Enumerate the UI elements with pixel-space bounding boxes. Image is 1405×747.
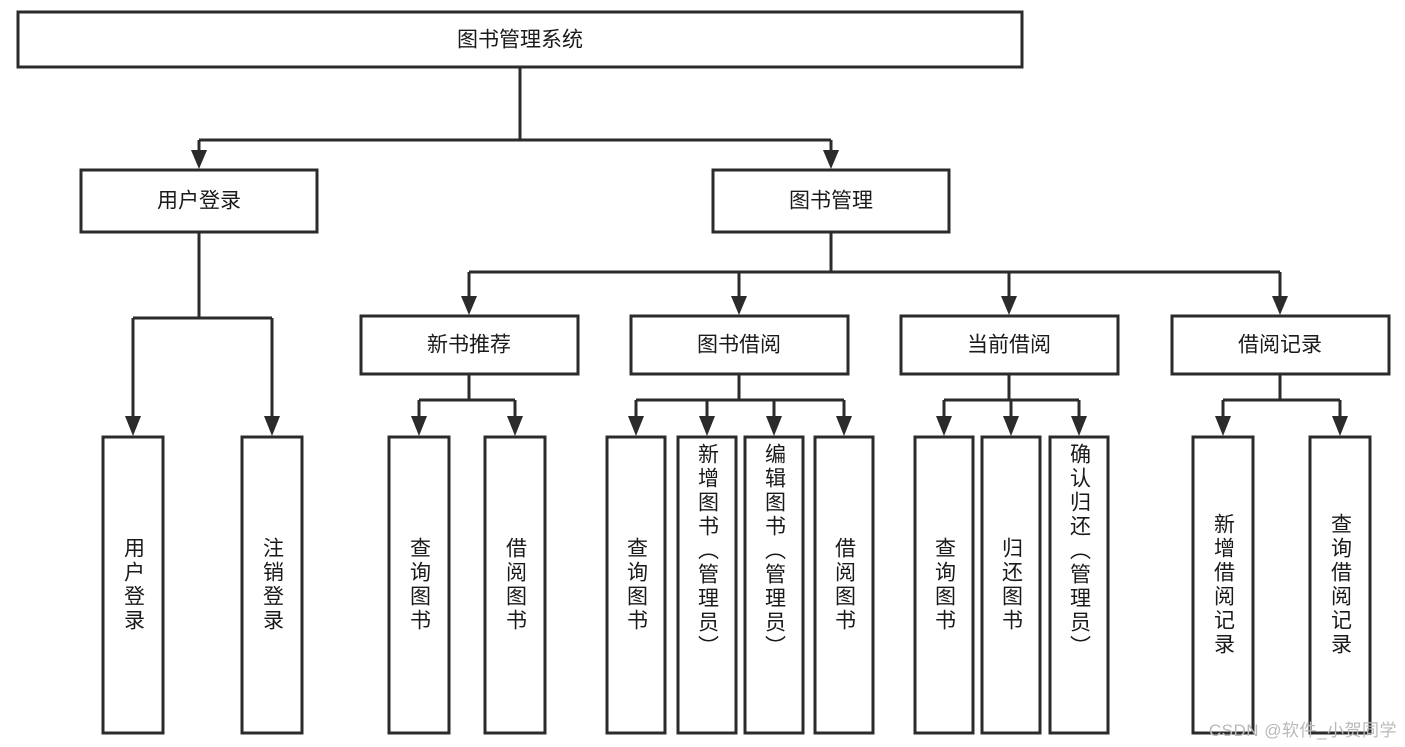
leaf-borrow-book-b-box[interactable] [813, 435, 875, 735]
connectors-current-borrow-to-leaves [936, 375, 1087, 436]
leaf-query-book-c-box[interactable] [913, 435, 975, 735]
node-current-borrow[interactable]: 当前借阅 [899, 314, 1120, 376]
arrow-to-leaf-add-record [1215, 416, 1231, 436]
arrow-to-leaf-return-book [1003, 416, 1019, 436]
node-borrow-record-box[interactable] [1170, 314, 1391, 376]
arrow-to-book-borrow [731, 296, 747, 315]
arrow-to-leaf-confirm-return [1071, 416, 1087, 436]
arrow-to-leaf-query-book-a [411, 416, 427, 436]
node-new-book-recommend-label: 新书推荐 [427, 334, 511, 357]
node-book-borrow-box[interactable] [629, 314, 850, 376]
leaf-borrow-book-a-box[interactable] [483, 435, 547, 735]
node-new-book-recommend[interactable]: 新书推荐 [359, 314, 580, 376]
leaf-add-book-box[interactable] [676, 435, 738, 735]
arrow-to-leaf-query-record [1332, 416, 1348, 436]
connectors-borrow-record-to-leaves [1215, 375, 1348, 436]
arrow-to-leaf-logout [264, 416, 280, 436]
connectors-user-login-to-leaves [125, 233, 280, 436]
arrow-to-borrow-record [1272, 296, 1288, 315]
node-book-management-box[interactable] [711, 168, 951, 234]
node-root-system-label: 图书管理系统 [457, 29, 583, 52]
arrow-to-leaf-borrow-book-b [836, 416, 852, 436]
leaf-query-record-box[interactable] [1308, 435, 1372, 735]
node-root-system[interactable]: 图书管理系统 [16, 10, 1024, 69]
connectors-new-book-recommend-to-leaves [411, 375, 523, 436]
leaf-logout-box[interactable] [240, 435, 304, 735]
node-book-management-label: 图书管理 [789, 190, 873, 213]
connectors-book-mgmt-to-level3 [461, 233, 1288, 315]
leaf-query-book-a-box[interactable] [387, 435, 451, 735]
node-user-login-box[interactable] [79, 168, 319, 234]
node-current-borrow-box[interactable] [899, 314, 1120, 376]
node-book-management[interactable]: 图书管理 [711, 168, 951, 234]
node-user-login-label: 用户登录 [157, 190, 241, 213]
node-user-login[interactable]: 用户登录 [79, 168, 319, 234]
node-borrow-record-label: 借阅记录 [1238, 334, 1322, 357]
node-current-borrow-label: 当前借阅 [967, 334, 1051, 357]
leaf-user-login-box[interactable] [101, 435, 165, 735]
arrow-to-current-borrow [1001, 296, 1017, 315]
leaf-return-book-box[interactable] [980, 435, 1042, 735]
leaf-add-record-box[interactable] [1191, 435, 1255, 735]
arrow-to-leaf-query-book-b [628, 416, 644, 436]
arrow-to-book-mgmt [823, 150, 839, 169]
node-root-system-box[interactable] [16, 10, 1024, 69]
leaf-edit-book-box[interactable] [743, 435, 805, 735]
arrow-to-leaf-query-book-c [936, 416, 952, 436]
arrow-to-new-book-recommend [461, 296, 477, 315]
node-new-book-recommend-box[interactable] [359, 314, 580, 376]
node-book-borrow[interactable]: 图书借阅 [629, 314, 850, 376]
leaf-query-book-b-box[interactable] [605, 435, 667, 735]
arrow-to-leaf-edit-book [766, 416, 782, 436]
node-book-borrow-label: 图书借阅 [697, 334, 781, 357]
leaf-confirm-return-box[interactable] [1048, 435, 1110, 735]
arrow-to-leaf-borrow-book-a [507, 416, 523, 436]
arrow-to-leaf-add-book [699, 416, 715, 436]
connectors-book-borrow-to-leaves [628, 375, 852, 436]
arrow-to-leaf-user-login [125, 416, 141, 436]
leaf-boxes [101, 435, 1372, 735]
connectors-root-to-level2 [191, 67, 839, 169]
arrow-to-user-login [191, 150, 207, 169]
node-borrow-record[interactable]: 借阅记录 [1170, 314, 1391, 376]
